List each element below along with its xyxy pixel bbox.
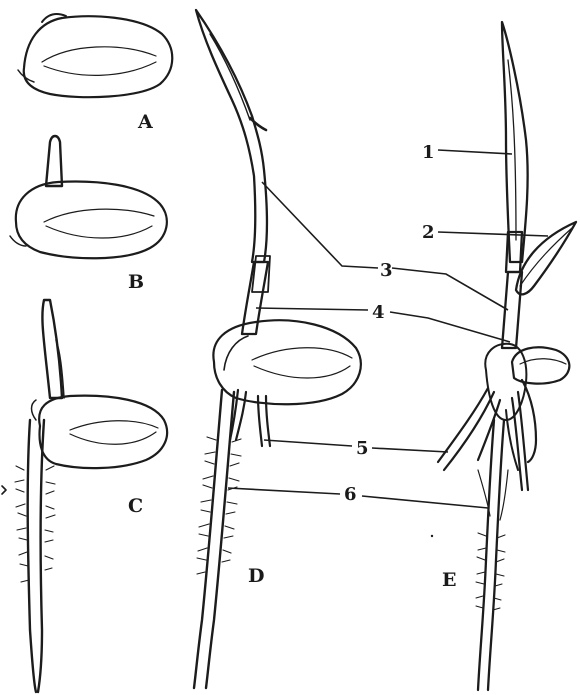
speck-dot [431, 535, 433, 537]
stage-label-a: A [137, 111, 153, 133]
stage-label-b: B [128, 271, 144, 293]
stage-b-seed [10, 136, 167, 258]
stage-label-e: E [442, 569, 456, 591]
label-1: 1 [422, 142, 435, 163]
label-2: 2 [422, 222, 435, 243]
leader-lines [228, 150, 548, 508]
stage-e-seedling [438, 22, 576, 690]
edge-mark [2, 486, 6, 494]
label-4: 4 [372, 302, 385, 323]
stage-d-seedling [194, 10, 361, 688]
stage-c-seedling [15, 300, 167, 692]
stage-label-d: D [248, 565, 264, 587]
stage-label-c: C [128, 495, 143, 517]
label-6: 6 [344, 484, 357, 505]
stage-a-seed [18, 14, 172, 97]
label-3: 3 [380, 260, 393, 281]
label-5: 5 [356, 438, 369, 459]
